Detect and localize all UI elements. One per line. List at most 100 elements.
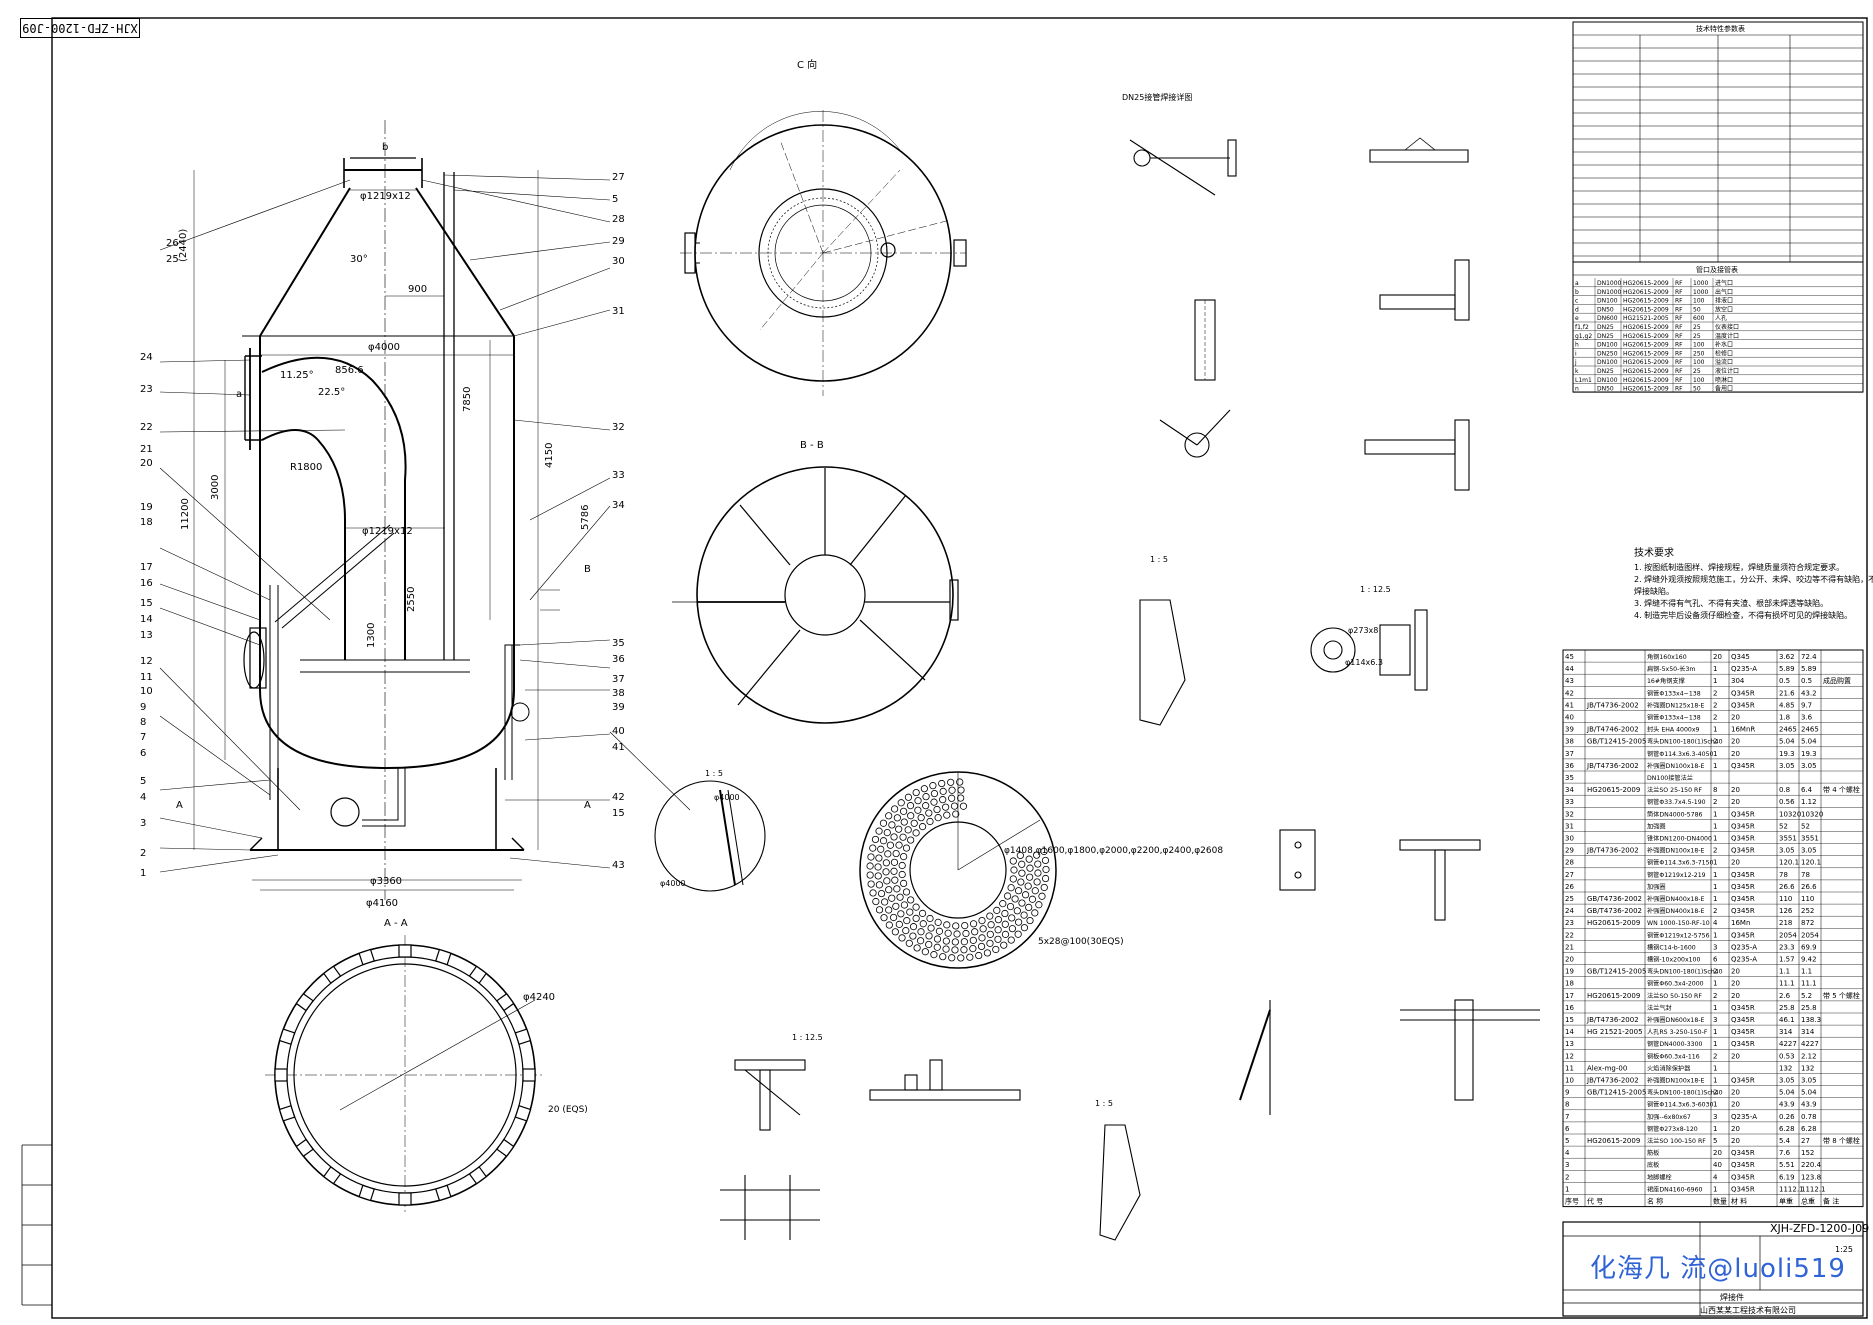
perforation-hole [951, 938, 959, 946]
a-a-view-title: A - A [384, 918, 408, 929]
svg-text:22: 22 [140, 422, 153, 433]
parts-cell: 补强圈DN125x18-E [1647, 701, 1705, 709]
parts-cell: 1.1 [1779, 968, 1790, 976]
parts-cell: HG20615-2009 [1587, 919, 1640, 927]
perforation-hole [918, 909, 927, 917]
perforation-hole [917, 928, 925, 936]
perforation-hole [1008, 914, 1016, 922]
perforation-hole [902, 927, 910, 935]
nozzle-cell: DN100 [1597, 377, 1618, 384]
parts-cell: 1 [1713, 871, 1717, 879]
svg-text:40: 40 [612, 726, 625, 737]
parts-cell: 16Mn [1731, 919, 1750, 927]
perforation-hole [885, 812, 893, 820]
parts-cell: 1 [1713, 762, 1717, 770]
parts-cell: 1 [1713, 980, 1717, 988]
parts-cell: 126 [1779, 907, 1793, 915]
anchor-lug [322, 965, 342, 984]
perforation-hole [898, 934, 906, 942]
nozzle-cell: b [1575, 289, 1579, 296]
parts-cell: 123.8 [1801, 1173, 1821, 1181]
parts-cell: Q345R [1731, 1185, 1755, 1193]
anchor-lug [295, 992, 314, 1012]
parts-header-cell: 材 料 [1731, 1197, 1747, 1206]
parts-cell: Q345R [1731, 689, 1755, 697]
parts-cell: 314 [1779, 1028, 1793, 1036]
parts-cell: 27 [1801, 1137, 1810, 1145]
detail-diameter-b: φ4000 [660, 879, 686, 888]
perforation-hole [960, 938, 968, 946]
parts-cell: 110 [1779, 895, 1792, 903]
parts-cell: 2 [1565, 1173, 1569, 1181]
nozzle-cell: 25 [1693, 368, 1701, 375]
anchor-circle-diameter-label: φ4240 [523, 992, 555, 1003]
parts-cell: 1 [1713, 835, 1717, 843]
perforation-hole [1017, 878, 1025, 886]
parts-cell: 法兰SO 100-150 RF [1647, 1137, 1706, 1145]
svg-text:27: 27 [612, 172, 625, 183]
perforation-hole [895, 841, 903, 849]
perforation-hole [1022, 891, 1030, 899]
nozzle-cell: DN50 [1597, 386, 1614, 393]
svg-text:1: 1 [140, 868, 146, 879]
parts-cell: 20 [1731, 1089, 1740, 1097]
perforation-hole [934, 918, 942, 926]
perforation-hole [1028, 895, 1037, 903]
nozzle-cell: 1000 [1693, 280, 1708, 287]
detail-ratio-e: 1 : 5 [1095, 1099, 1113, 1108]
tech-req-2: 2. 焊缝外观须按照规范施工，分公开、未焊、咬边等不得有缺陷，不得有 [1634, 574, 1873, 584]
parts-cell: 5.04 [1779, 1089, 1795, 1097]
parts-cell: 45 [1565, 653, 1574, 661]
parts-cell: GB/T12415-2005 [1587, 1089, 1646, 1097]
detail-views [654, 137, 1540, 1241]
perforation-hole [952, 810, 960, 818]
parts-cell: 5.89 [1779, 665, 1795, 673]
svg-text:a: a [236, 389, 242, 400]
nozzle-cell: 出气口 [1715, 288, 1733, 296]
parts-cell: 1 [1713, 1185, 1717, 1193]
parts-cell: 2 [1713, 1089, 1717, 1097]
parts-header-cell: 总重 [1801, 1197, 1815, 1206]
perforation-hole [962, 929, 970, 938]
svg-text:39: 39 [612, 702, 625, 713]
svg-text:43: 43 [612, 860, 625, 871]
svg-text:7: 7 [140, 732, 146, 743]
perforation-hole [1024, 882, 1032, 890]
parts-header-cell: 备 注 [1823, 1197, 1839, 1206]
perforation-hole [893, 885, 901, 893]
svg-text:20: 20 [140, 458, 153, 469]
parts-cell: JB/T4736-2002 [1586, 1016, 1639, 1024]
parts-cell: 41 [1565, 701, 1574, 709]
perforation-hole [1007, 936, 1015, 944]
parts-cell: 0.26 [1779, 1113, 1795, 1121]
parts-cell: 32 [1565, 810, 1574, 818]
nozzle-cell: HG20615-2009 [1623, 368, 1669, 375]
perforation-hole [944, 929, 952, 937]
tube-height-label: 7850 [462, 387, 473, 412]
svg-text:5: 5 [612, 194, 618, 205]
nozzle-cell: DN25 [1597, 368, 1614, 375]
perforation-hole [933, 935, 942, 943]
parts-cell: 20 [1713, 653, 1722, 661]
parts-cell: 9 [1565, 1089, 1569, 1097]
parts-cell: Q345R [1731, 1173, 1755, 1181]
parts-header-cell: 数量 [1713, 1197, 1727, 1206]
perforation-hole [933, 805, 941, 814]
parts-cell: 23.3 [1779, 943, 1795, 951]
parts-cell: 补强圈DN100x18-E [1647, 1077, 1705, 1085]
anchor-lug [322, 1166, 342, 1185]
perforation-hole [983, 949, 992, 957]
parts-cell: 钢管Φ273x8-120 [1647, 1125, 1698, 1133]
perforation-hole [1016, 851, 1024, 860]
perforation-hole [918, 823, 927, 831]
perforation-hole [895, 825, 903, 833]
parts-cell: 锥体DN1200-DN4000 [1647, 835, 1712, 843]
perforation-hole [875, 906, 884, 914]
parts-cell: Q345R [1731, 847, 1755, 855]
nozzle-cell: 100 [1693, 298, 1705, 305]
nozzle-cell: HG20615-2009 [1623, 333, 1669, 340]
